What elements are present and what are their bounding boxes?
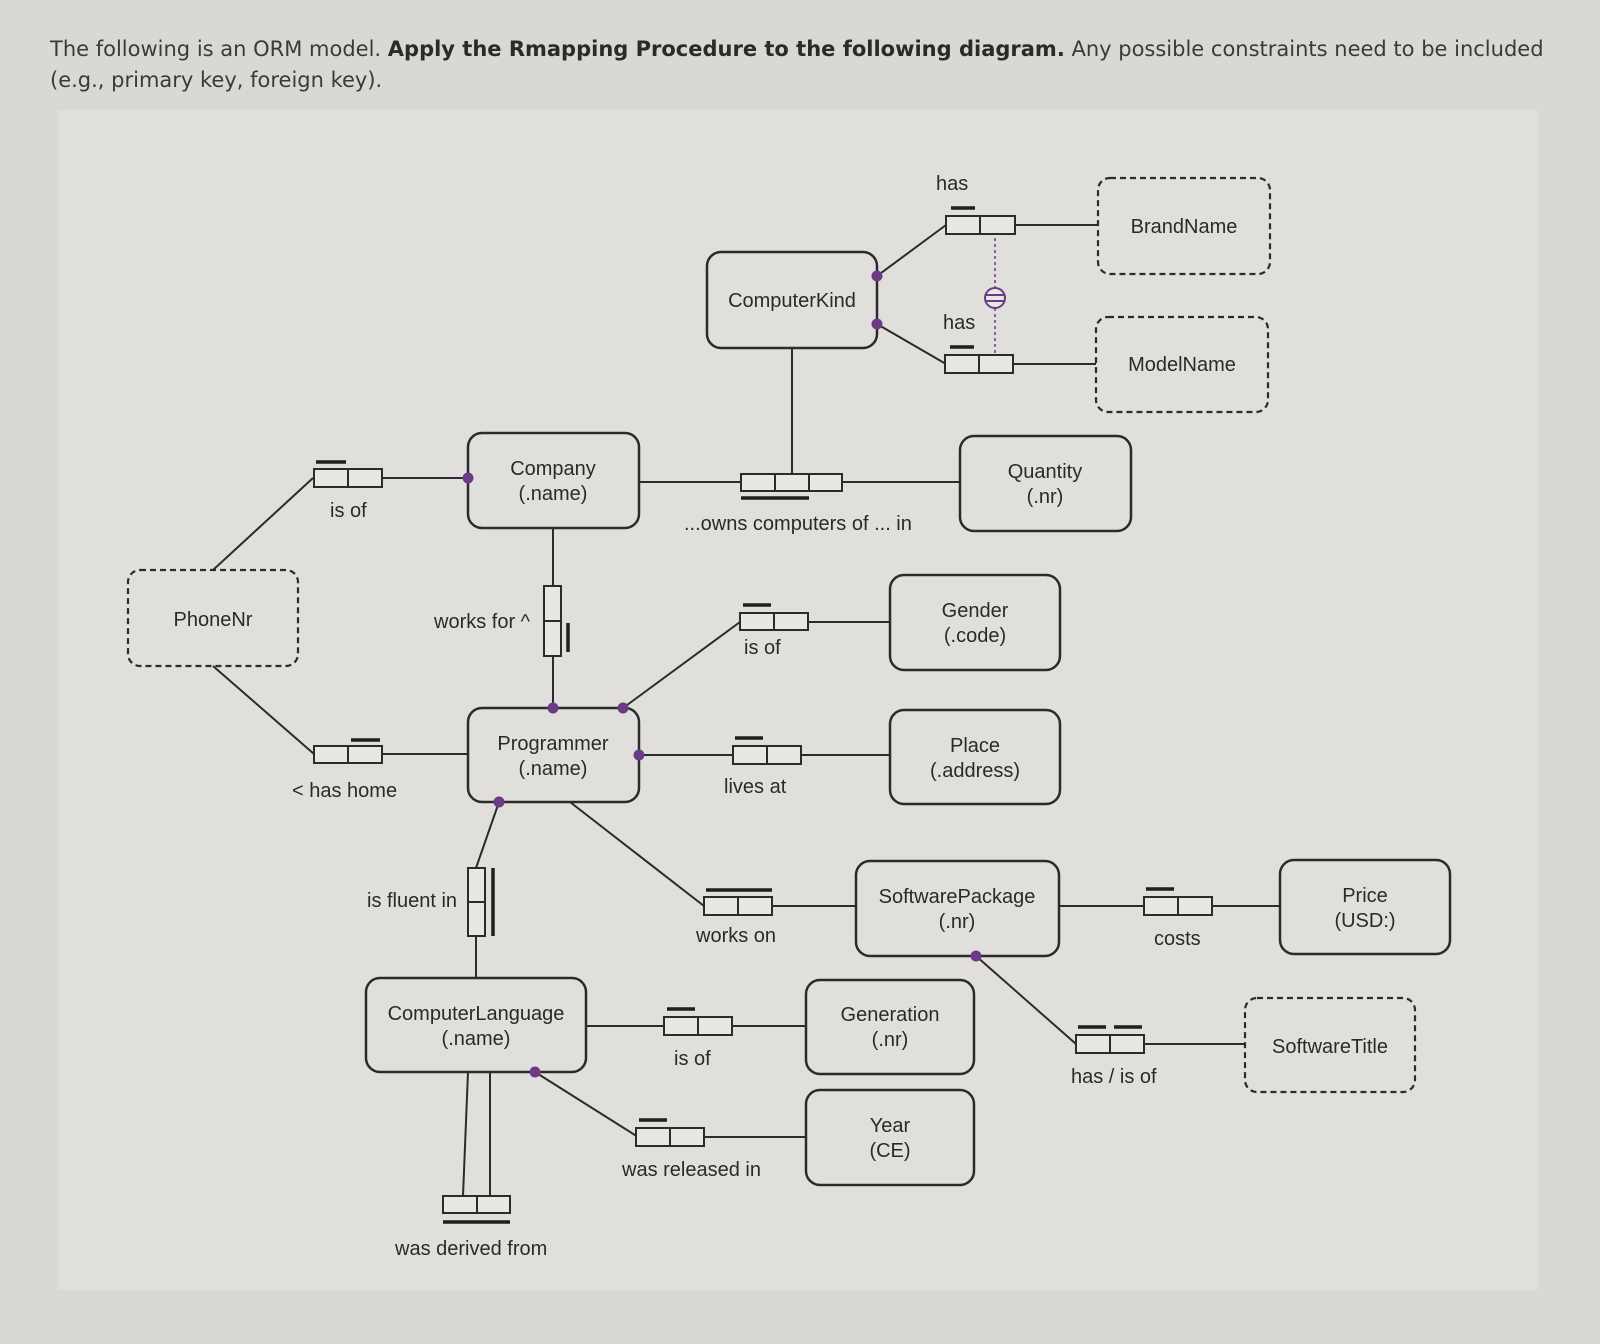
entity-computerlanguage-label: ComputerLanguage [388, 1003, 565, 1025]
entity-price: Price (USD:) [1278, 858, 1452, 956]
mandatory-dots [462, 270, 982, 1078]
value-softwaretitle-label: SoftwareTitle [1272, 1036, 1388, 1058]
entity-place-ref: (.address) [930, 760, 1020, 782]
entity-quantity-label: Quantity [1008, 461, 1082, 483]
entity-programmer: Programmer (.name) [466, 706, 641, 804]
role-box-works-for [543, 585, 570, 657]
entity-softwarepackage-ref: (.nr) [939, 911, 976, 933]
entity-company-label: Company [510, 458, 596, 480]
orm-diagram-svg: ComputerKind Company (.name) Programmer … [126, 173, 1452, 1260]
entity-generation-ref: (.nr) [872, 1029, 909, 1051]
entity-softwarepackage: SoftwarePackage (.nr) [854, 859, 1061, 958]
value-phonenr-label: PhoneNr [174, 609, 253, 631]
mandatory-dot [970, 950, 982, 962]
entity-computerkind-label: ComputerKind [728, 290, 856, 312]
instructions-part1: The following is an ORM model. [50, 37, 388, 61]
reading-has-model: has [943, 312, 975, 334]
entity-generation-label: Generation [841, 1004, 940, 1026]
value-brandname-label: BrandName [1131, 216, 1238, 238]
mandatory-dot [871, 318, 883, 330]
entity-company: Company (.name) [466, 431, 641, 530]
connector-kind-model [876, 323, 947, 365]
connector-kind-brand [876, 224, 947, 277]
value-phonenr: PhoneNr [126, 568, 300, 668]
mandatory-dot [617, 702, 629, 714]
reading-lives-at: lives at [724, 776, 787, 798]
value-modelname: ModelName [1094, 315, 1270, 414]
instructions-part2: Apply the Rmapping Procedure to the foll… [387, 37, 1065, 61]
entity-softwarepackage-label: SoftwarePackage [879, 886, 1036, 908]
mandatory-dot [493, 796, 505, 808]
connector-programmer-gender [622, 621, 741, 709]
entity-computerlanguage: ComputerLanguage (.name) [364, 976, 588, 1074]
role-box-has-model [944, 345, 1014, 374]
connector-language-derived-1 [462, 1071, 469, 1197]
reading-has-home: < has home [292, 780, 397, 802]
entity-gender-ref: (.code) [944, 625, 1006, 647]
value-brandname: BrandName [1096, 176, 1272, 276]
orm-diagram: ComputerKind Company (.name) Programmer … [58, 110, 1538, 1290]
entity-computerkind: ComputerKind [705, 250, 879, 350]
reading-generation: is of [674, 1048, 711, 1070]
role-box-costs [1143, 887, 1213, 916]
entity-year-ref: (CE) [869, 1140, 910, 1162]
instructions-part3: Any possible constraints need to be incl… [50, 37, 1544, 92]
connector-software-title [975, 955, 1077, 1045]
reading-costs: costs [1154, 928, 1201, 950]
reading-has-title: has / is of [1071, 1066, 1157, 1088]
mandatory-dot [529, 1066, 541, 1078]
value-modelname-label: ModelName [1128, 354, 1236, 376]
connector-phone-hashome [212, 665, 315, 755]
role-box-has-home [313, 738, 383, 764]
entity-programmer-ref: (.name) [519, 758, 588, 780]
role-box-has-title [1075, 1025, 1145, 1054]
role-box-has-brand [945, 206, 1016, 235]
mandatory-dot [462, 472, 474, 484]
entity-quantity: Quantity (.nr) [958, 434, 1133, 533]
role-box-derived-from [442, 1195, 511, 1224]
reading-works-for: works for ^ [433, 611, 531, 633]
connector-phone-isof [212, 477, 314, 571]
mandatory-dot [633, 749, 645, 761]
instructions-text: The following is an ORM model. Apply the… [50, 34, 1550, 96]
reading-company-phone: is of [330, 500, 367, 522]
connector-programmer-fluent [475, 801, 500, 869]
entity-place-label: Place [950, 735, 1000, 757]
reading-gender: is of [744, 637, 781, 659]
reading-released: was released in [621, 1159, 761, 1181]
entity-gender-label: Gender [942, 600, 1009, 622]
entity-computerlanguage-ref: (.name) [442, 1028, 511, 1050]
role-box-gender [739, 603, 809, 631]
entity-price-ref: (USD:) [1334, 910, 1395, 932]
reading-has-brand: has [936, 173, 968, 195]
connectors [212, 224, 1280, 1197]
connector-language-released [534, 1071, 639, 1138]
role-box-generation [663, 1007, 733, 1036]
entity-quantity-ref: (.nr) [1027, 486, 1064, 508]
entity-place: Place (.address) [888, 708, 1062, 806]
entity-gender: Gender (.code) [888, 573, 1062, 672]
entity-year: Year (CE) [804, 1088, 976, 1187]
entity-year-label: Year [870, 1115, 911, 1137]
role-box-released [635, 1118, 705, 1147]
entity-programmer-label: Programmer [497, 733, 608, 755]
reading-derived-from: was derived from [394, 1238, 547, 1260]
entity-company-ref: (.name) [519, 483, 588, 505]
connector-programmer-workson [569, 801, 705, 907]
role-box-fluent-in [467, 867, 495, 937]
value-softwaretitle: SoftwareTitle [1243, 996, 1417, 1094]
role-box-company-phone [313, 460, 383, 488]
role-box-owns [740, 473, 843, 500]
role-box-lives-at [732, 736, 802, 765]
reading-fluent-in: is fluent in [367, 890, 457, 912]
mandatory-dot [547, 702, 559, 714]
reading-owns-computers: ...owns computers of ... in [684, 513, 912, 535]
role-box-works-on [703, 888, 773, 916]
external-uniqueness-constraint [984, 287, 1006, 309]
entity-price-label: Price [1342, 885, 1388, 907]
reading-works-on: works on [695, 925, 776, 947]
mandatory-dot [871, 270, 883, 282]
entity-generation: Generation (.nr) [804, 978, 976, 1076]
